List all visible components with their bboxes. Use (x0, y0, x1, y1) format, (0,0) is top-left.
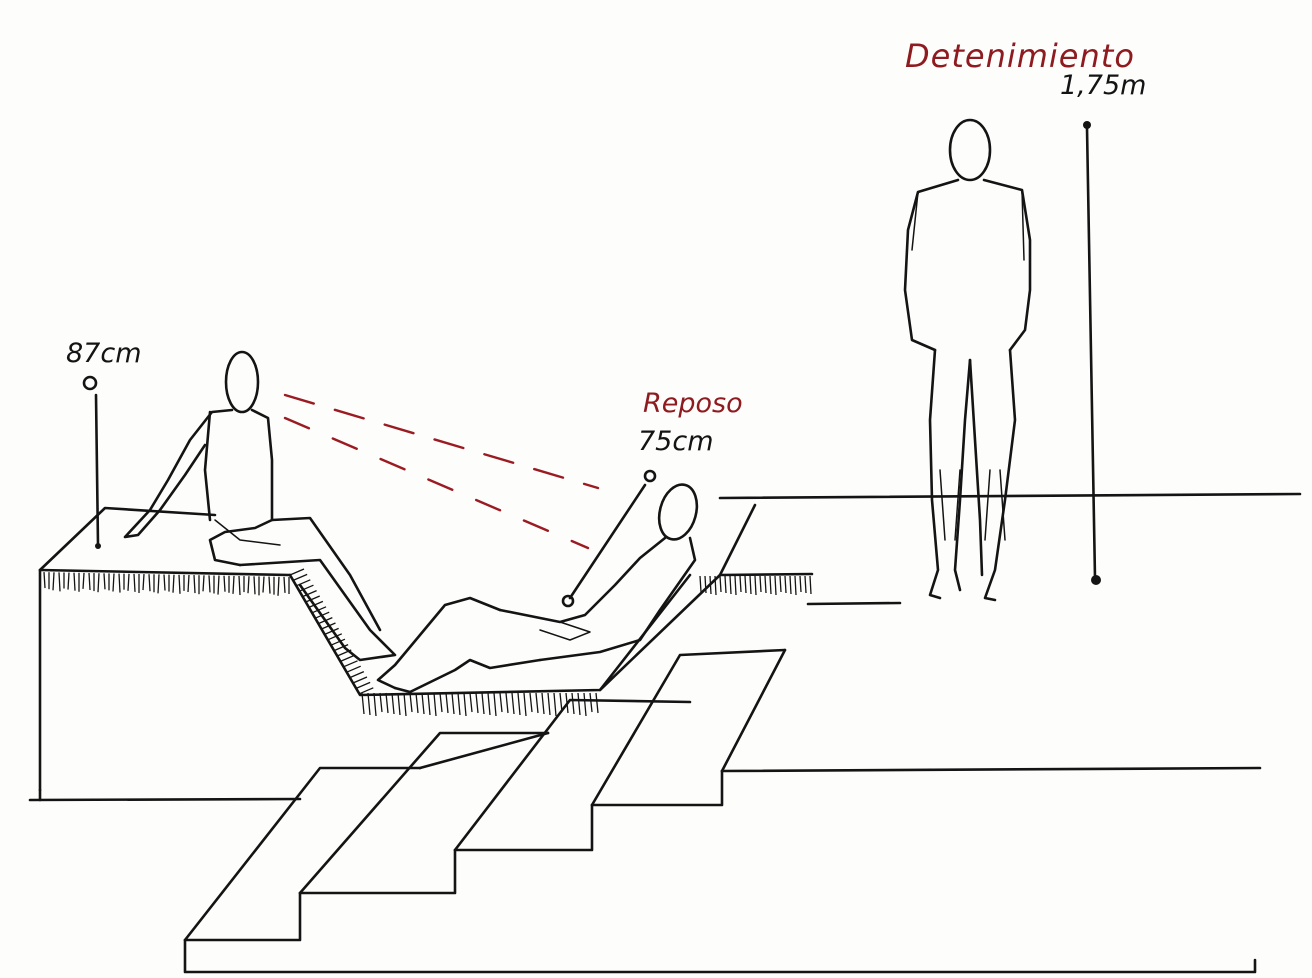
label-detenimiento: Detenimiento (905, 40, 1135, 72)
label-height-standing: 1,75m (1060, 72, 1146, 99)
dimension-175m (1083, 121, 1101, 585)
label-height-seat: 87cm (66, 340, 142, 367)
hatching (44, 569, 811, 716)
label-reposo: Reposo (643, 390, 743, 417)
sight-lines (285, 395, 598, 548)
seat-block (40, 505, 812, 800)
dimension-75cm (563, 471, 655, 606)
platform-lines (30, 494, 1300, 800)
seated-figure (125, 352, 395, 660)
standing-figure (905, 120, 1030, 600)
reclining-figure (378, 480, 703, 692)
label-height-recline: 75cm (638, 428, 714, 455)
dimension-87cm (84, 377, 101, 549)
stairs (185, 650, 1255, 972)
